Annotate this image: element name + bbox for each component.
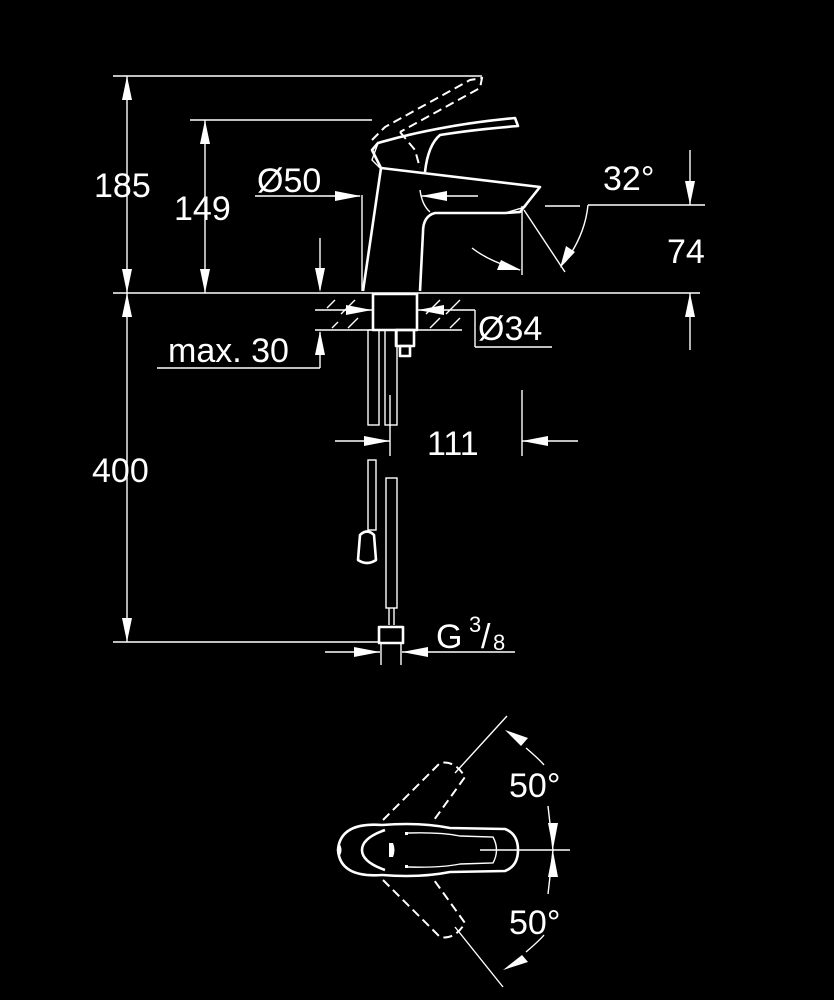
swing-right-label: 50° xyxy=(509,904,560,942)
dim-max-30: max. 30 xyxy=(157,238,325,370)
thread-prefix: G xyxy=(436,618,462,656)
dim-32-label: 32° xyxy=(603,160,654,198)
dim-400: 400 xyxy=(92,293,380,643)
dim-diameter-50: Ø50 xyxy=(255,162,478,291)
dim-149: 149 xyxy=(174,120,231,293)
dim-185: 185 xyxy=(94,76,151,293)
dim-thread: G 3 / 8 xyxy=(325,612,515,657)
dim-angle-32: 32° xyxy=(471,150,705,275)
dim-max-30-label: max. 30 xyxy=(168,332,289,370)
side-view: 185 149 Ø50 xyxy=(92,75,705,665)
dim-74-label: 74 xyxy=(667,233,705,271)
thread-denominator: 8 xyxy=(493,630,505,655)
dim-lever-swing: 50° 50° xyxy=(503,730,560,970)
swing-left-label: 50° xyxy=(509,767,560,805)
thread-slash: / xyxy=(481,618,491,656)
thread-numerator: 3 xyxy=(469,612,481,637)
dim-149-label: 149 xyxy=(174,190,231,228)
dim-111-label: 111 xyxy=(427,425,479,463)
deck-section xyxy=(315,292,462,358)
supply-hoses xyxy=(356,329,405,665)
dim-50-label: Ø50 xyxy=(257,162,321,200)
plan-view: 50° 50° xyxy=(336,715,570,988)
dim-111: 111 xyxy=(335,390,578,463)
dim-34-label: Ø34 xyxy=(478,310,542,348)
dim-185-label: 185 xyxy=(94,167,151,205)
faucet-body xyxy=(361,76,542,292)
dim-diameter-34: Ø34 xyxy=(315,305,552,348)
dim-74: 74 xyxy=(667,233,705,350)
dim-400-label: 400 xyxy=(92,452,149,490)
